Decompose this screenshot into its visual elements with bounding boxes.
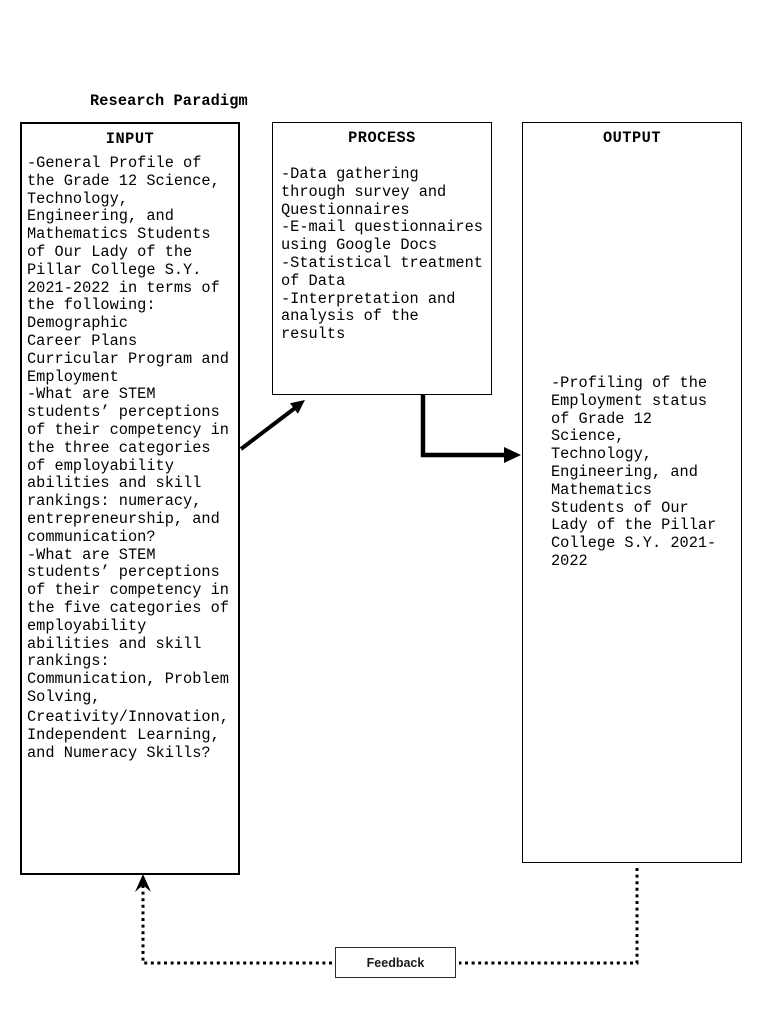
process-to-output-arrow bbox=[420, 394, 521, 463]
feedback-box: Feedback bbox=[335, 947, 456, 978]
input-to-process-arrow bbox=[239, 400, 305, 451]
feedback-arrowhead bbox=[135, 874, 151, 892]
feedback-label: Feedback bbox=[366, 955, 425, 970]
process-box-heading: PROCESS bbox=[348, 129, 416, 147]
input-box-text-continued: Creativity/Innovation, Independent Learn… bbox=[27, 708, 229, 762]
process-box-text: -Data gathering through survey and Quest… bbox=[281, 165, 483, 344]
diagram-title: Research Paradigm bbox=[90, 92, 248, 110]
input-box-text: -General Profile of the Grade 12 Science… bbox=[27, 154, 229, 706]
input-box-heading: INPUT bbox=[105, 130, 155, 148]
output-box-text: -Profiling of the Employment status of G… bbox=[551, 374, 717, 570]
input-box: INPUT -General Profile of the Grade 12 S… bbox=[20, 122, 240, 875]
process-box: PROCESS -Data gathering through survey a… bbox=[272, 122, 492, 395]
output-box-heading: OUTPUT bbox=[602, 129, 662, 147]
output-box: OUTPUT -Profiling of the Employment stat… bbox=[522, 122, 742, 863]
